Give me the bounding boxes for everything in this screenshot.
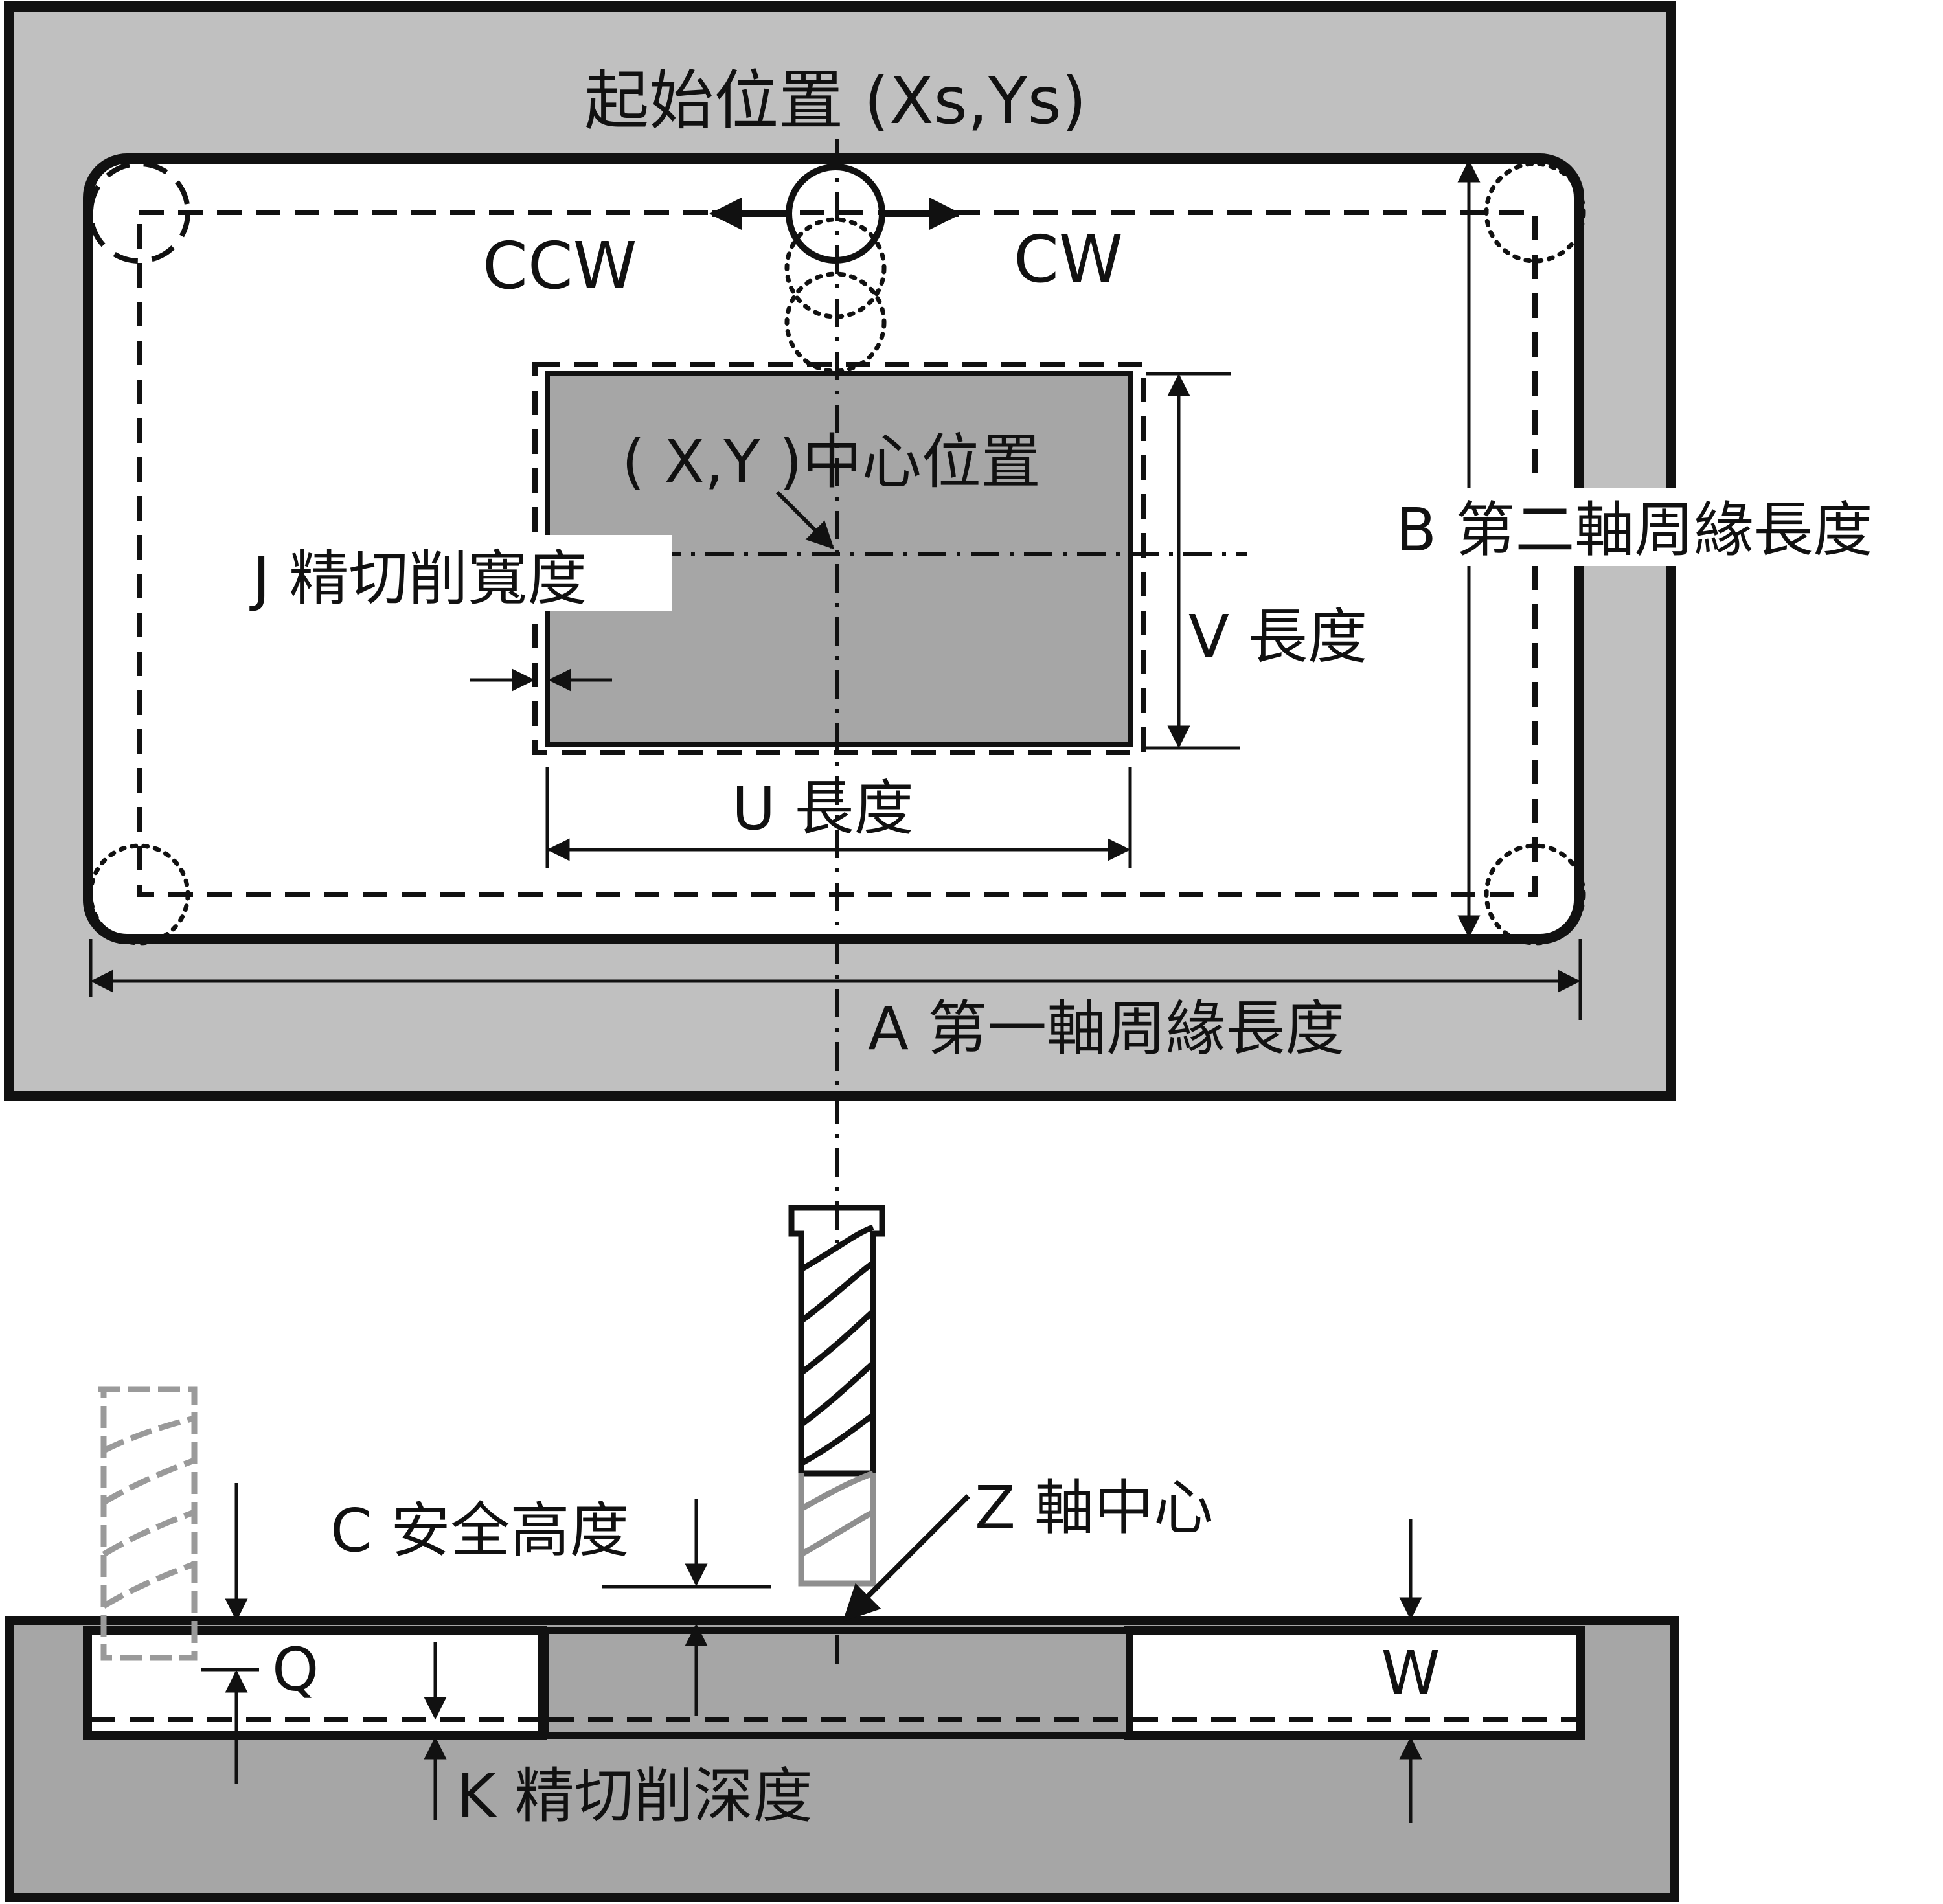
corner-tool-circle-bottom-right bbox=[1484, 843, 1586, 946]
safety-height-label: C 安全高度 bbox=[330, 1496, 629, 1565]
w-label: W bbox=[1381, 1638, 1440, 1708]
center-pointer-arrow bbox=[775, 490, 834, 549]
start-position-label: 起始位置 (Xs,Ys) bbox=[584, 63, 1086, 139]
b-length-label: B 第二軸周緣長度 bbox=[1396, 495, 1872, 565]
z-center-arrow bbox=[843, 1494, 970, 1622]
left-pocket bbox=[83, 1626, 547, 1740]
base-outline bbox=[5, 1616, 1679, 1902]
descent-tool-circle-1 bbox=[784, 217, 887, 319]
descent-tool-circle-2 bbox=[784, 271, 887, 374]
end-mill-flute-2 bbox=[799, 1260, 875, 1324]
workpiece-section bbox=[9, 1620, 1675, 1898]
ghost-end-mill-body bbox=[98, 1386, 198, 1661]
top-view: 起始位置 (Xs,Ys) CCW CW ( X,Y )中心位置 J 精切削寬度 … bbox=[4, 1, 1943, 1243]
end-mill-lower-body bbox=[798, 1473, 876, 1587]
end-mill-flute-4 bbox=[799, 1361, 875, 1427]
u-length-label: U 長度 bbox=[732, 774, 914, 843]
ghost-end-mill-flute-1 bbox=[102, 1415, 196, 1454]
end-mill-lower-flute-2 bbox=[799, 1510, 875, 1557]
center-position-label: ( X,Y )中心位置 bbox=[622, 427, 1041, 497]
finish-width-label-bg bbox=[246, 535, 672, 611]
end-mill-flute-3 bbox=[799, 1309, 875, 1376]
ghost-end-mill bbox=[98, 1386, 198, 1661]
finish-width-label: J 精切削寬度 bbox=[249, 544, 587, 613]
finish-depth-label: K 精切削深度 bbox=[457, 1762, 813, 1831]
b-label-bg bbox=[1391, 488, 1943, 566]
corner-tool-circle-top-right bbox=[1484, 161, 1586, 264]
end-mill-flute-5 bbox=[799, 1412, 875, 1466]
end-mill-flute-1 bbox=[799, 1224, 874, 1272]
v-length-label: V 長度 bbox=[1188, 602, 1367, 672]
end-mill-lower-flute-1 bbox=[799, 1470, 874, 1512]
ccw-label: CCW bbox=[483, 228, 637, 304]
ghost-end-mill-flute-4 bbox=[102, 1561, 196, 1609]
side-view: Q K 精切削深度 C 安全高度 Z 軸中心 W bbox=[5, 1205, 1679, 1902]
cw-label: CW bbox=[1014, 221, 1123, 297]
ghost-end-mill-flute-3 bbox=[102, 1509, 196, 1557]
corner-tool-circle-top-left bbox=[88, 161, 190, 264]
corner-tool-circle-bottom-left bbox=[88, 843, 190, 946]
ghost-end-mill-flute-2 bbox=[102, 1457, 196, 1505]
end-mill-tool bbox=[788, 1205, 885, 1587]
z-center-label: Z 軸中心 bbox=[975, 1473, 1213, 1543]
q-label: Q bbox=[272, 1635, 319, 1705]
a-length-label: A 第一軸周緣長度 bbox=[868, 994, 1345, 1063]
